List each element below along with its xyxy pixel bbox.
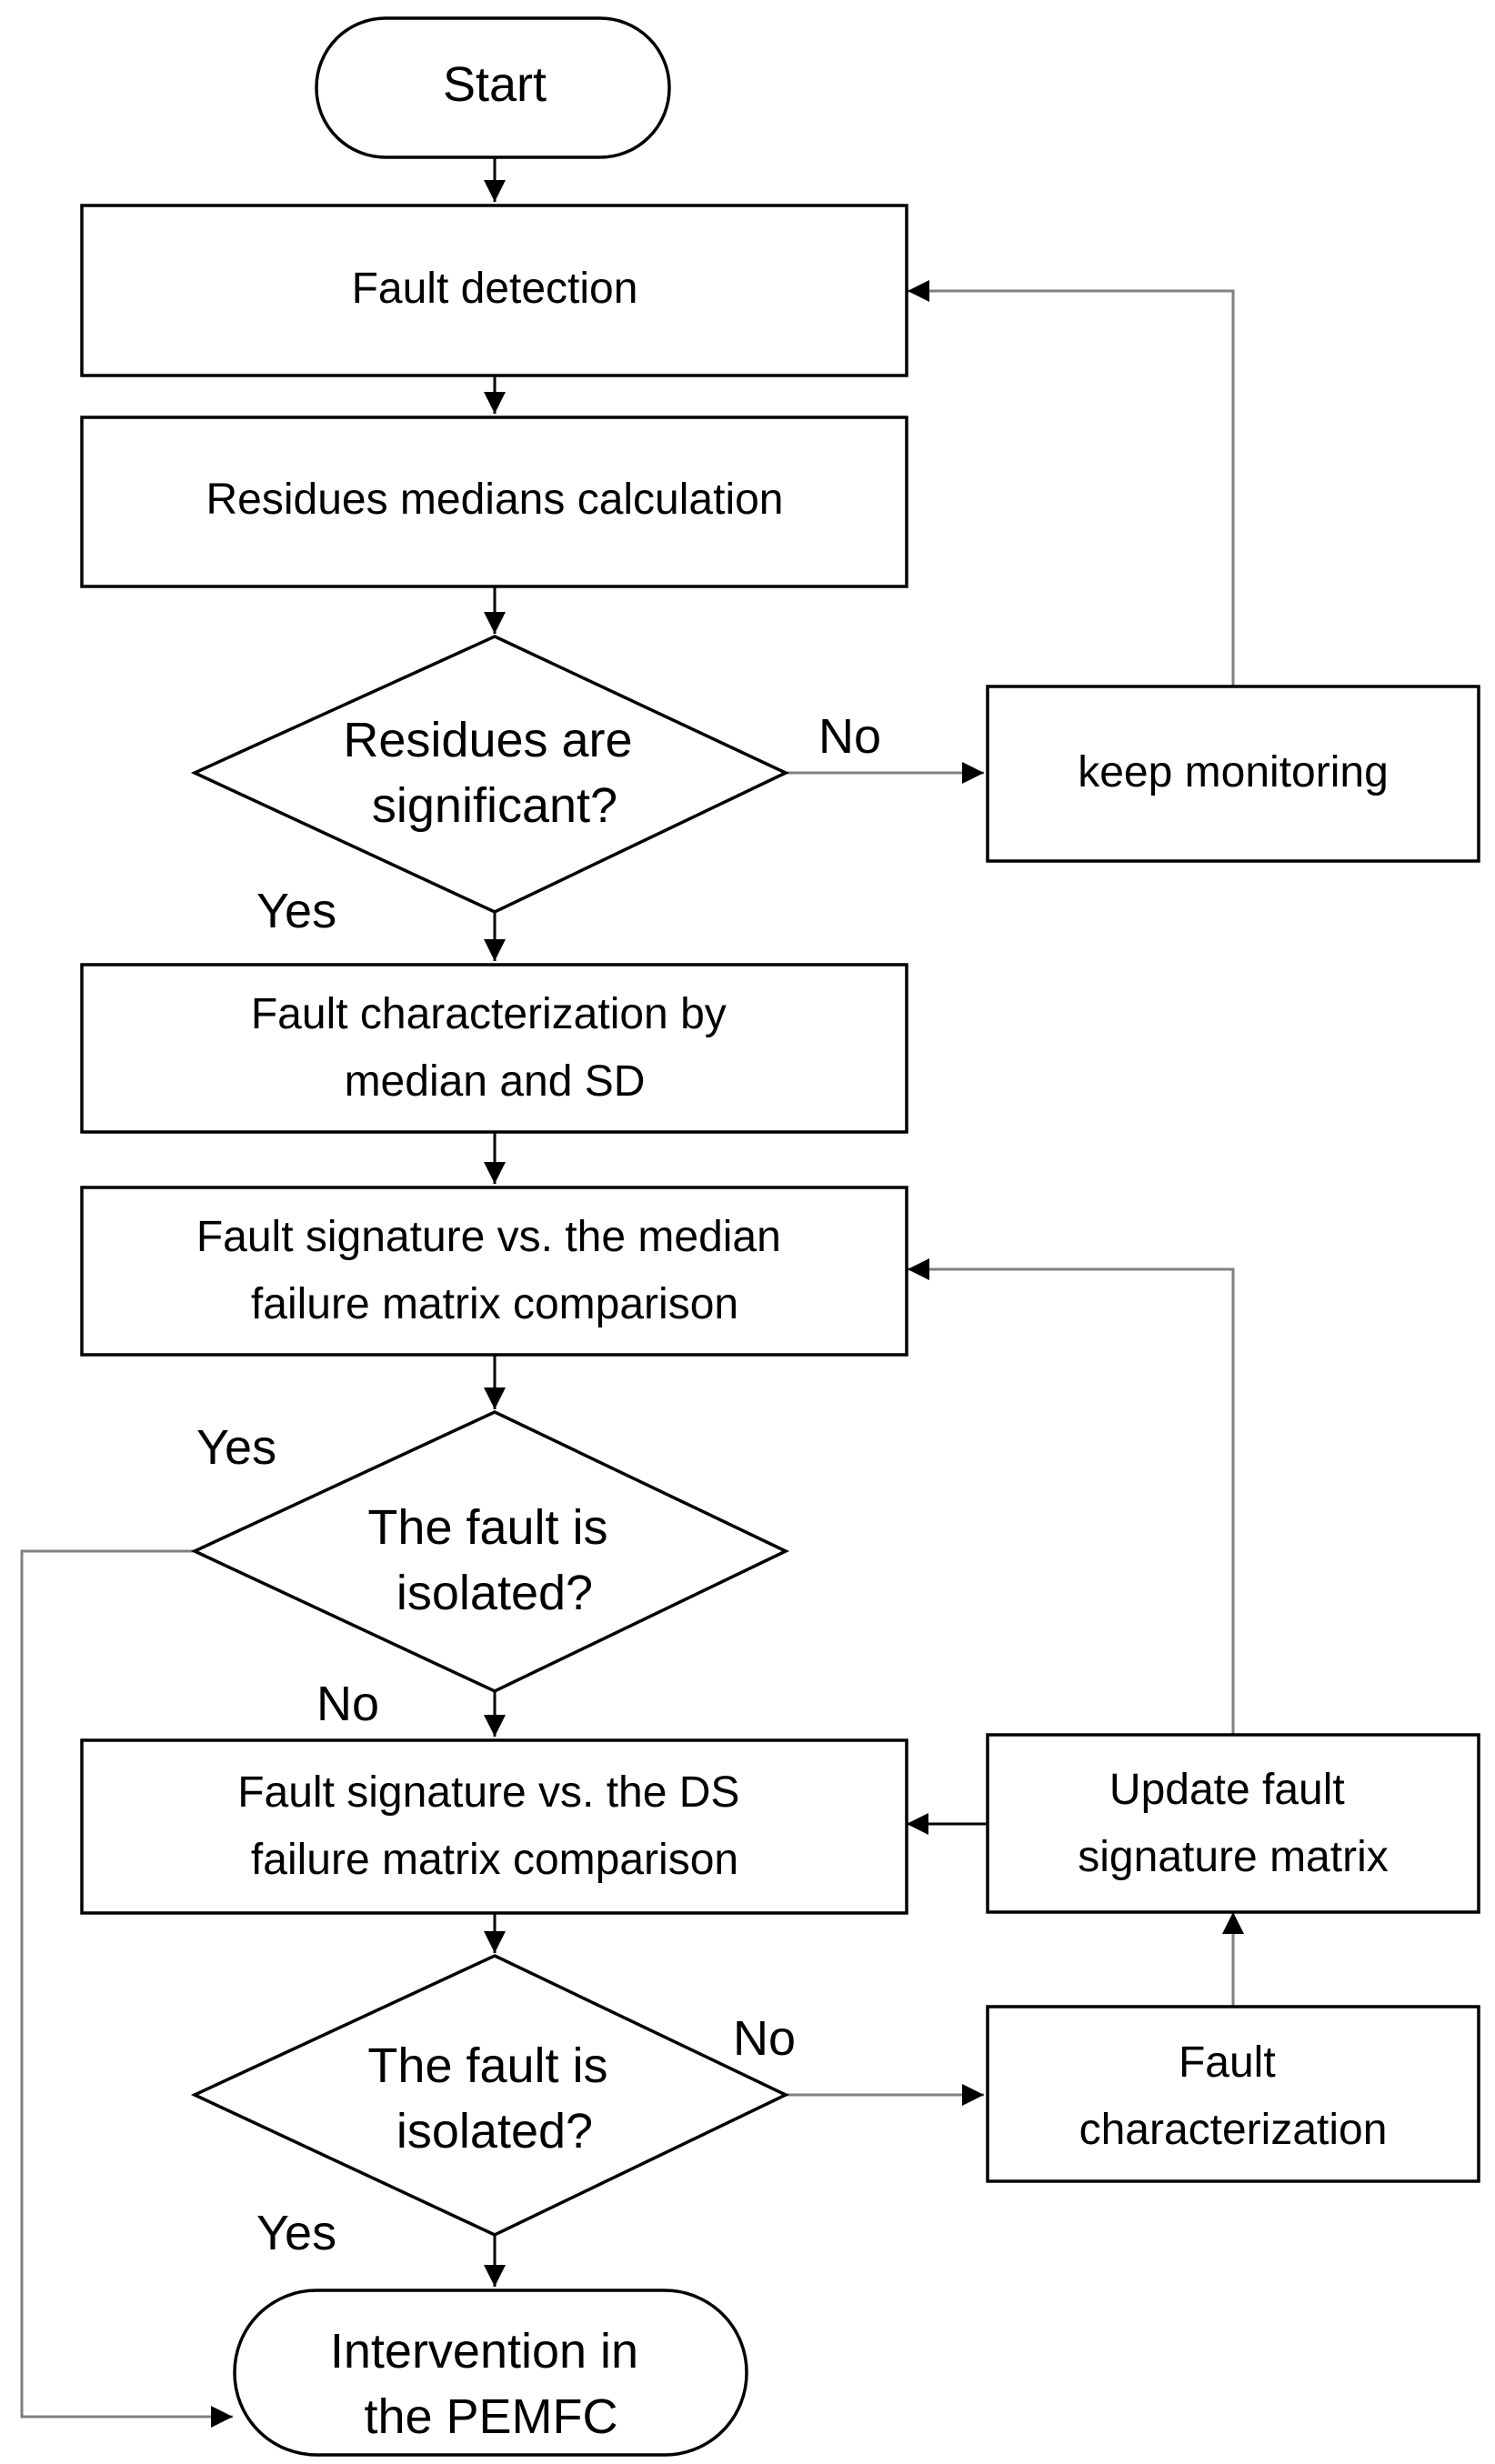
intervention-line1: Intervention in xyxy=(330,2324,638,2379)
fault-characterization-median-sd-box: Fault characterization by median and SD xyxy=(80,963,908,1134)
svg-text:Residues are significant: Residues are significant? xyxy=(343,713,646,833)
fault-characterization-box: Fault characterization xyxy=(986,2005,1480,2183)
svg-text:Intervention in the PEMF: Intervention in the PEMFC xyxy=(330,2324,652,2444)
signature-vs-ds-box: Fault signature vs. the DS failure matri… xyxy=(80,1738,908,1915)
svg-text:Fault signature vs. the DS: Fault signature vs. the DS failure matri… xyxy=(237,1768,752,1884)
signature-vs-median-box: Fault signature vs. the median failure m… xyxy=(80,1186,908,1357)
fault-char-line2: characterization xyxy=(1079,2106,1388,2154)
connectors xyxy=(20,157,1244,2428)
label-no-isolated-1: No xyxy=(316,1677,379,1731)
intervention-line2: the PEMFC xyxy=(364,2389,617,2444)
svg-text:Update fault signature m: Update fault signature matrix xyxy=(1078,1766,1388,1881)
svg-text:keep monitoring: keep monitoring xyxy=(1078,748,1389,796)
fault-isolated-decision-1: The fault is isolated? xyxy=(190,1410,790,1693)
start-terminal: Start xyxy=(315,16,671,159)
fault-detection-label: Fault detection xyxy=(352,265,638,313)
sig-median-line1: Fault signature vs. the median xyxy=(196,1213,781,1261)
svg-text:Fault signature vs. the median: Fault signature vs. the median failure m… xyxy=(196,1213,793,1328)
sig-ds-line2: failure matrix comparison xyxy=(251,1836,738,1884)
start-label: Start xyxy=(443,57,547,112)
char-median-sd-line1: Fault characterization by xyxy=(251,990,727,1038)
char-median-sd-line2: median and SD xyxy=(345,1057,646,1106)
keep-monitoring-label: keep monitoring xyxy=(1078,748,1389,796)
decision3-line1: The fault is xyxy=(367,2038,607,2093)
intervention-terminal: Intervention in the PEMFC xyxy=(233,2289,748,2457)
residues-medians-box: Residues medians calculation xyxy=(80,416,908,588)
label-no-significant: No xyxy=(818,709,881,764)
svg-text:The fault is isolated?: The fault is isolated? xyxy=(367,1500,621,1620)
fault-char-line1: Fault xyxy=(1179,2038,1276,2087)
svg-text:Residues medians calculation: Residues medians calculation xyxy=(206,476,783,524)
svg-text:Fault characterization: Fault characterization xyxy=(1079,2038,1388,2154)
residues-significant-decision: Residues are significant? xyxy=(190,635,790,914)
decision2-line1: The fault is xyxy=(367,1500,607,1555)
fault-detection-box: Fault detection xyxy=(80,204,908,377)
edge-monitoring-loop xyxy=(908,280,1235,686)
fault-isolated-decision-2: The fault is isolated? xyxy=(190,1954,790,2237)
decision3-line2: isolated? xyxy=(396,2104,593,2159)
update-signature-matrix-box: Update fault signature matrix xyxy=(986,1733,1480,1914)
sig-ds-line1: Fault signature vs. the DS xyxy=(237,1768,739,1817)
residues-medians-label: Residues medians calculation xyxy=(206,476,783,524)
edge-decision2-yes xyxy=(20,1549,233,2428)
update-line1: Update fault xyxy=(1109,1766,1345,1814)
decision1-line1: Residues are xyxy=(343,713,632,767)
update-line2: signature matrix xyxy=(1078,1833,1388,1881)
svg-text:Fault detection: Fault detection xyxy=(352,265,638,313)
svg-text:The fault is isolated?: The fault is isolated? xyxy=(367,2038,621,2159)
decision2-line2: isolated? xyxy=(396,1566,593,1620)
label-yes-isolated-1: Yes xyxy=(196,1420,276,1475)
edge-update-loop xyxy=(908,1258,1235,1735)
decision1-line2: significant? xyxy=(372,778,617,833)
branch-labels: No Yes Yes No No Yes xyxy=(196,709,881,2260)
label-yes-significant: Yes xyxy=(256,884,336,938)
keep-monitoring-box: keep monitoring xyxy=(986,685,1480,863)
label-yes-isolated-2: Yes xyxy=(256,2206,336,2260)
svg-text:Fault characterization by: Fault characterization by median and SD xyxy=(251,990,738,1106)
sig-median-line2: failure matrix comparison xyxy=(251,1280,738,1328)
svg-text:Start: Start xyxy=(443,57,547,112)
label-no-isolated-2: No xyxy=(733,2011,796,2066)
